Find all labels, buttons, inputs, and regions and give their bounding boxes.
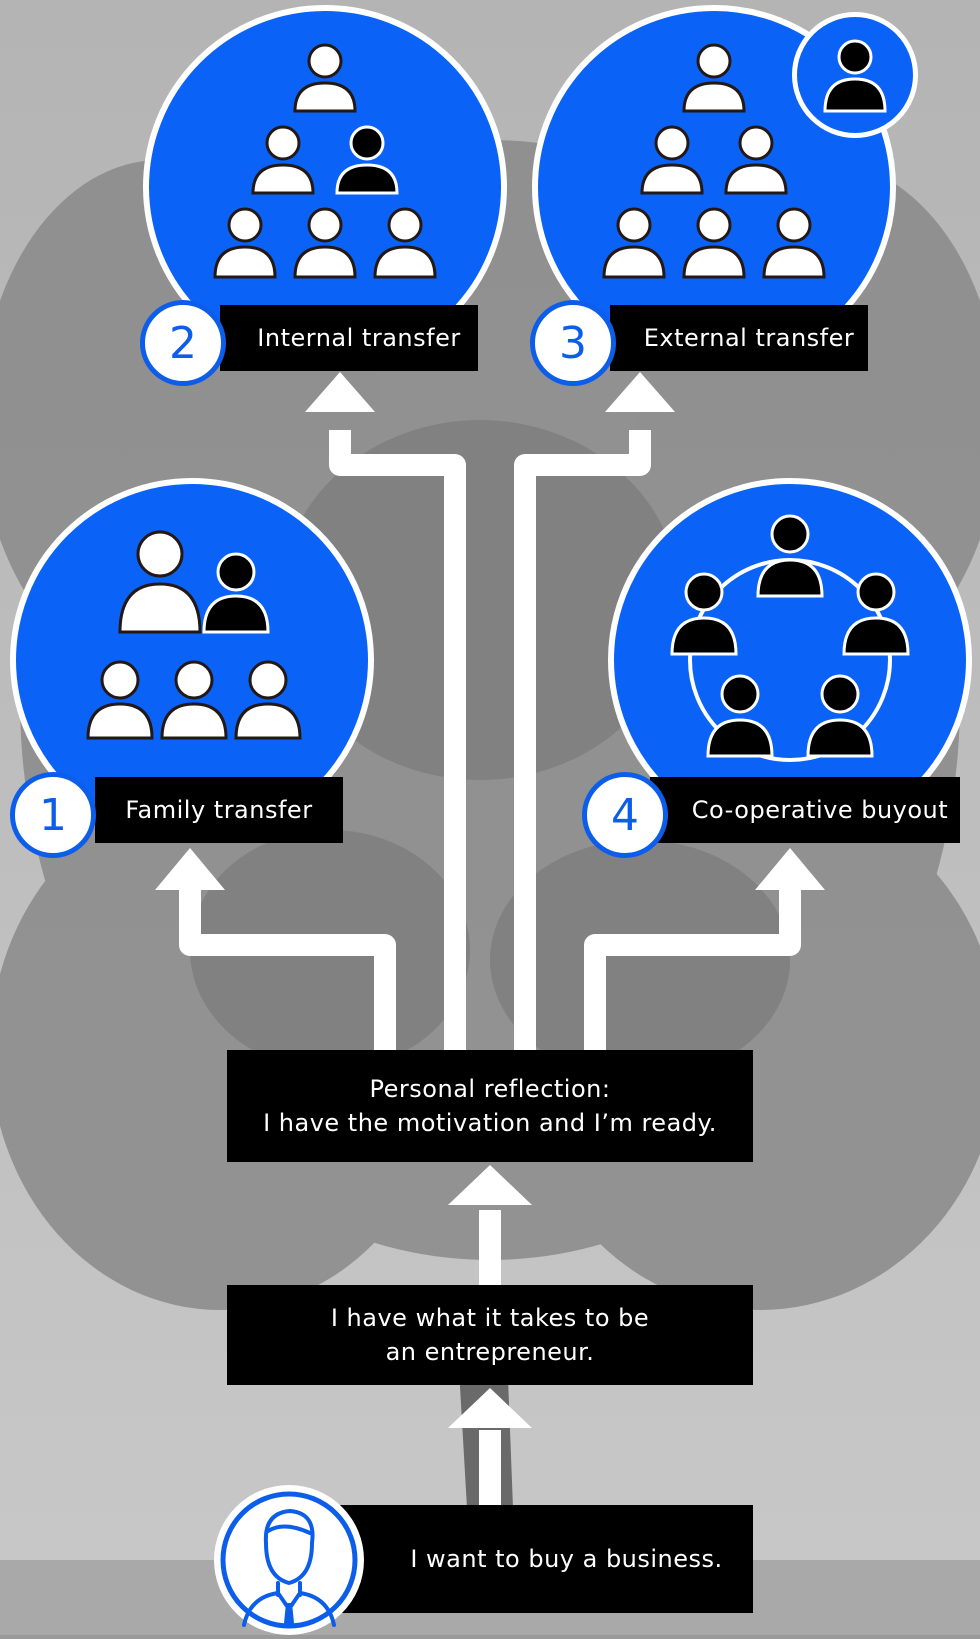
personal-reflection-box: Personal reflection: I have the motivati… — [227, 1050, 753, 1162]
cooperative-buyout-label: Co-operative buyout — [650, 777, 960, 843]
entrepreneur-line-2: an entrepreneur. — [385, 1338, 595, 1366]
arrow-to-internal-transfer — [329, 430, 466, 1050]
option-number-2: 2 — [140, 300, 226, 386]
reflection-line-1: Personal reflection: — [369, 1075, 611, 1103]
entrepreneur-box: I have what it takes to be an entreprene… — [227, 1285, 753, 1385]
family-group-icon — [86, 530, 302, 740]
internal-transfer-label: Internal transfer — [220, 305, 478, 371]
start-box: I want to buy a business. — [330, 1505, 753, 1613]
option-number-4: 4 — [582, 772, 668, 858]
arrow-to-family-transfer — [179, 885, 396, 1050]
family-transfer-label: Family transfer — [95, 777, 343, 843]
arrow-to-external-transfer — [514, 430, 651, 1050]
team-pyramid-icon — [602, 43, 826, 279]
entrepreneur-line-1: I have what it takes to be — [330, 1304, 650, 1332]
option-number-1: 1 — [10, 772, 96, 858]
external-transfer-label: External transfer — [610, 305, 868, 371]
businessperson-icon — [220, 1491, 358, 1629]
cooperative-circle-icon — [670, 514, 910, 762]
arrow-to-cooperative-buyout — [584, 885, 801, 1050]
start-avatar — [214, 1485, 364, 1635]
outside-buyer-icon — [792, 12, 918, 138]
team-pyramid-icon — [213, 43, 437, 279]
reflection-line-2: I have the motivation and I’m ready. — [263, 1109, 717, 1137]
option-number-3: 3 — [530, 300, 616, 386]
